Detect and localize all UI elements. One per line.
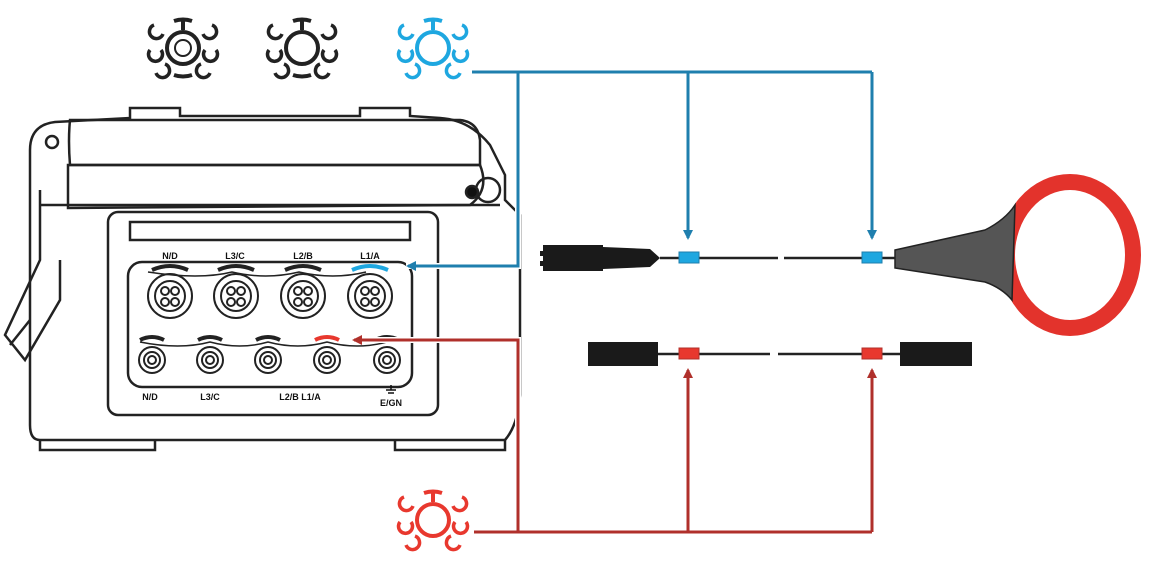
current-marker-1 — [678, 251, 700, 264]
voltage-socket-n — [138, 346, 166, 374]
voltage-socket-gnd — [373, 346, 401, 374]
current-socket-n — [147, 273, 193, 319]
current-inputs — [147, 264, 393, 319]
port-label-l1: L1/A — [360, 251, 380, 261]
flexible-current-probe-icon — [894, 174, 1141, 336]
current-probe-cable — [540, 174, 1141, 336]
connection-symbol-icon-black-2 — [265, 17, 339, 80]
current-wiring — [406, 69, 877, 271]
connection-symbol-icon-blue — [396, 17, 470, 80]
port-label-n-bottom: N/D — [142, 392, 158, 402]
current-marker-2 — [861, 251, 883, 264]
voltage-plug-left — [588, 342, 658, 366]
port-label-l3-bottom: L3/C — [200, 392, 220, 402]
port-label-l2-l1-bottom: L2/B L1/A — [279, 392, 321, 402]
current-socket-l2 — [280, 273, 326, 319]
voltage-marker-1 — [678, 347, 700, 360]
top-port-labels: N/D L3/C L2/B L1/A — [162, 251, 380, 261]
voltage-wiring — [352, 335, 877, 535]
voltage-inputs — [138, 335, 401, 374]
current-socket-l1 — [347, 273, 393, 319]
port-label-n: N/D — [162, 251, 178, 261]
port-label-l2: L2/B — [293, 251, 313, 261]
current-socket-l3 — [213, 273, 259, 319]
connection-symbol-icon-black-1 — [146, 17, 220, 80]
port-label-l3: L3/C — [225, 251, 245, 261]
connection-symbol-icon-red — [396, 489, 470, 552]
voltage-socket-l2 — [254, 346, 282, 374]
voltage-socket-l3 — [196, 346, 224, 374]
bottom-port-labels: N/D L3/C L2/B L1/A E/GN — [142, 385, 402, 408]
voltage-plug-right — [900, 342, 972, 366]
voltage-socket-l1 — [313, 346, 341, 374]
measurement-device — [3, 106, 522, 452]
probe-plug — [543, 245, 603, 271]
ground-icon — [386, 385, 396, 394]
ground-label: E/GN — [380, 398, 402, 408]
voltage-marker-2 — [861, 347, 883, 360]
voltage-cable — [588, 342, 972, 366]
